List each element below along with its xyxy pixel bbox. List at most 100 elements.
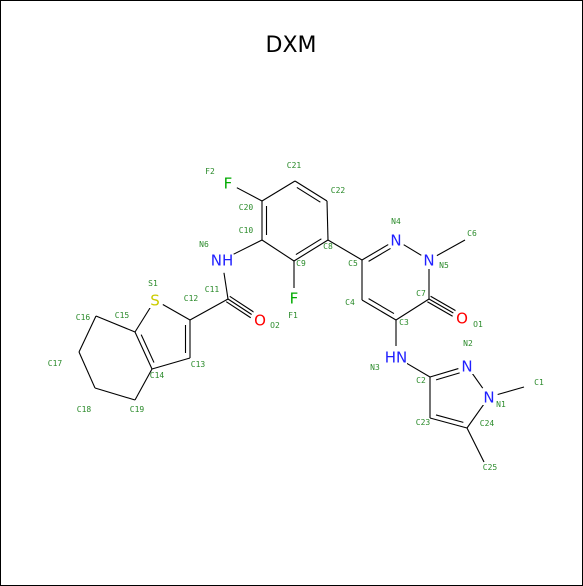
atom-s1: S (150, 292, 160, 310)
atom-index-c20: C20 (239, 203, 254, 212)
bond-c24-c23 (429, 417, 468, 429)
atom-index-c21: C21 (287, 161, 302, 170)
bond-n4-n5 (403, 244, 422, 256)
atom-index-o1: O1 (473, 320, 483, 329)
atom-index-c15: C15 (115, 311, 130, 320)
bond-c20-c21 (261, 180, 296, 202)
bond-s1-c15 (134, 307, 151, 333)
bond-c7-o1 (428, 298, 454, 314)
bond-c18-c19 (94, 387, 136, 401)
bond-n6-c11 (223, 272, 229, 300)
atom-index-c19: C19 (130, 405, 145, 414)
bond-c5-n4 (361, 244, 389, 261)
atom-f1: F (290, 290, 299, 308)
bond-c14-c13 (151, 357, 191, 370)
atom-index-c12: C12 (184, 294, 199, 303)
atom-index-c16: C16 (76, 313, 91, 322)
atom-f2: F (224, 175, 233, 193)
molecule-title: DXM (266, 33, 317, 58)
atom-label-bg-f1 (287, 289, 301, 306)
atom-index-c17: C17 (48, 359, 63, 368)
double-bond-c21-c22 (296, 186, 321, 203)
double-bond-c5-n4 (368, 247, 391, 262)
atom-index-n5: N5 (439, 261, 449, 270)
atom-label-bg-f2 (221, 174, 235, 191)
double-bond-c7-o1-a (430, 295, 457, 312)
bond-c8-c9 (293, 239, 329, 262)
bond-set (78, 180, 525, 463)
atom-label-bg-n2 (460, 357, 474, 374)
bond-n1-c1 (497, 386, 525, 396)
atom-index-c25: C25 (483, 463, 498, 472)
atom-n2: N (461, 358, 472, 376)
atom-index-c10: C10 (239, 226, 254, 235)
atom-index-c14: C14 (150, 371, 165, 380)
atom-label-bg-s1 (148, 291, 162, 308)
bond-c8-c5 (327, 239, 363, 261)
bond-c15-c14 (134, 331, 153, 370)
atom-index-f2: F2 (205, 167, 215, 176)
bond-c15-c16 (95, 315, 136, 333)
atom-index-n6: N6 (199, 240, 209, 249)
bond-c19-c14 (134, 368, 153, 401)
atom-index-n3: N3 (370, 363, 380, 372)
atom-index-s1: S1 (148, 279, 158, 288)
double-bond-c11-o2 (225, 301, 252, 319)
bond-c22-c8 (326, 200, 329, 241)
bond-c9-c10 (261, 239, 295, 262)
atom-o1: O (456, 310, 468, 328)
atom-n3: HN (385, 349, 408, 367)
bond-n3-c2 (405, 362, 431, 378)
double-bond-c7-o1 (427, 301, 453, 317)
atom-n6: NH (211, 252, 234, 270)
atom-n1: N (483, 389, 494, 407)
atom-index-c7: C7 (416, 289, 426, 298)
atom-index-c9: C9 (296, 259, 306, 268)
atom-label-bg-n3 (385, 348, 407, 365)
atom-index-n2: N2 (463, 339, 473, 348)
atom-n4: N (390, 232, 401, 250)
bond-c2-n2 (429, 368, 459, 378)
atom-index-n1: N1 (496, 400, 506, 409)
bond-n5-c6 (436, 239, 466, 257)
bond-c11-o2 (227, 298, 252, 315)
bond-c16-c17 (78, 315, 97, 353)
atom-index-f1: F1 (288, 311, 298, 320)
atom-index-c13: C13 (191, 360, 206, 369)
bond-c10-n6 (233, 239, 263, 255)
bond-n2-n1 (471, 373, 485, 390)
atom-index-c8: C8 (323, 242, 333, 251)
atom-index-c5: C5 (348, 259, 358, 268)
double-bond-c8-c9 (295, 238, 322, 256)
atom-index-c22: C22 (331, 186, 346, 195)
atom-index-c24: C24 (480, 419, 495, 428)
atom-index-n4: N4 (391, 217, 401, 226)
bond-c17-c18 (78, 351, 96, 389)
bond-c21-c22 (294, 180, 328, 202)
atom-label-bg-n4 (389, 231, 403, 248)
atom-index-c2: C2 (416, 376, 426, 385)
double-bond-c24-c23 (435, 414, 464, 423)
atom-index-c4: C4 (345, 298, 355, 307)
double-bond-c3-c4 (368, 298, 395, 315)
bond-c3-c4 (361, 299, 397, 321)
atom-index-c23: C23 (416, 418, 431, 427)
atom-label-bg-n1 (482, 388, 496, 405)
bond-n1-c24 (466, 404, 485, 429)
atom-label-bg-n5 (422, 251, 436, 268)
atom-o2: O (254, 312, 266, 330)
atom-label-bg-n6 (211, 251, 233, 268)
bond-c7-c3 (395, 298, 430, 321)
bond-c24-c25 (466, 427, 485, 463)
double-bond-c2-n2 (435, 372, 460, 381)
atom-label-bg-o1 (455, 309, 469, 326)
atom-index-c1: C1 (534, 378, 544, 387)
double-bond-c15-c14 (140, 334, 155, 363)
double-bond-c11-o2-a (229, 295, 255, 313)
atom-index-c11: C11 (205, 285, 220, 294)
atom-n5: N (423, 252, 434, 270)
atom-index-c3: C3 (399, 318, 409, 327)
